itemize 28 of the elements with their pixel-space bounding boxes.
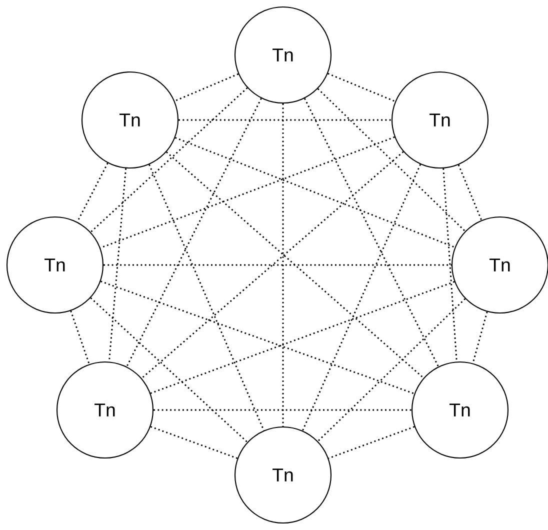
dotted-line — [442, 168, 458, 362]
dotted-line — [282, 104, 284, 426]
dotted-line — [148, 164, 264, 431]
dotted-line — [302, 164, 422, 431]
dotted-line — [178, 119, 392, 121]
dotted-line — [150, 426, 238, 460]
dotted-line — [317, 298, 466, 442]
dotted-line — [150, 281, 455, 394]
dotted-line — [458, 164, 482, 220]
dotted-line — [70, 310, 90, 364]
dotted-line — [90, 87, 248, 233]
dotted-line — [100, 136, 395, 249]
dotted-line — [76, 162, 108, 222]
dotted-line — [304, 98, 439, 367]
dotted-line — [328, 72, 396, 102]
dotted-line — [154, 409, 412, 411]
dotted-line — [174, 73, 239, 102]
dotted-line — [317, 88, 466, 232]
dotted-line — [166, 151, 424, 378]
dotted-line — [100, 280, 415, 394]
dotted-line — [472, 312, 488, 364]
dotted-line — [90, 297, 248, 443]
dotted-line — [141, 151, 404, 379]
dotted-line — [174, 137, 456, 248]
dotted-line — [328, 426, 415, 459]
dotted-line — [104, 264, 452, 266]
dotted-line — [108, 168, 127, 362]
dotted-line — [126, 98, 262, 367]
